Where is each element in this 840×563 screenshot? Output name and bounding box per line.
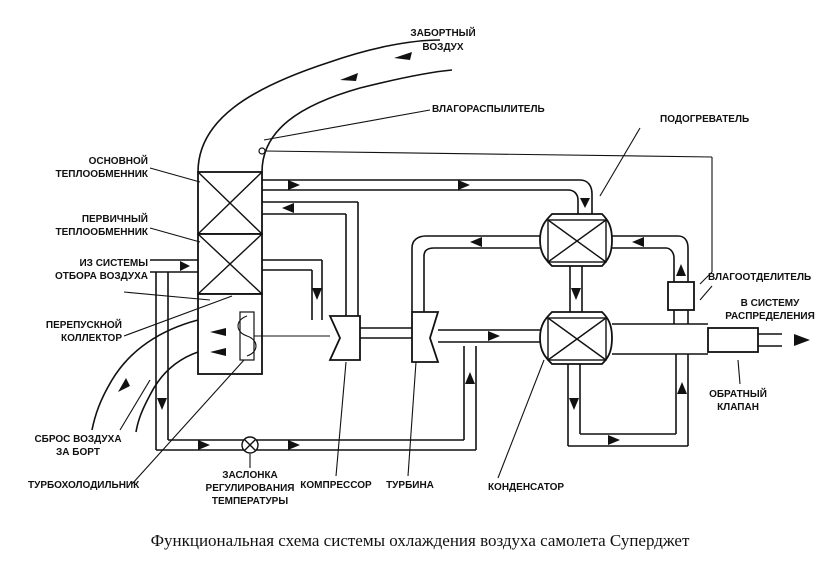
turbocooler-housing	[197, 293, 330, 375]
condenser	[539, 311, 613, 365]
bottom-loop	[156, 346, 477, 454]
dump-label-2: ЗА БОРТ	[56, 447, 100, 458]
compressor	[328, 315, 412, 361]
check-valve-label-1: ОБРАТНЫЙ	[709, 387, 767, 400]
leader-lines	[119, 127, 741, 485]
intake-arrow-2	[340, 73, 358, 81]
primary-heat-exchanger	[197, 233, 263, 295]
reheater-condenser-link	[569, 266, 583, 312]
dump-label-1: СБРОС ВОЗДУХА	[34, 434, 121, 445]
sprayer-line	[258, 109, 713, 285]
condenser-label: КОНДЕНСАТОР	[488, 482, 564, 493]
bleed-inlet	[150, 259, 198, 450]
intake-air-label-2: ВОЗДУХ	[422, 42, 463, 53]
water-sprayer-label: ВЛАГОРАСПЫЛИТЕЛЬ	[432, 104, 545, 115]
check-valve-label-2: КЛАПАН	[717, 402, 759, 413]
hx-pipes	[262, 179, 593, 320]
reheater-label: ПОДОГРЕВАТЕЛЬ	[660, 114, 749, 125]
distribution-label-2: РАСПРЕДЕЛЕНИЯ	[725, 311, 815, 322]
primary-hx-label-1: ПЕРВИЧНЫЙ	[82, 212, 148, 225]
turbine-label: ТУРБИНА	[386, 480, 434, 491]
bypass-label-2: КОЛЛЕКТОР	[61, 333, 122, 344]
water-separator-label: ВЛАГООТДЕЛИТЕЛЬ	[708, 272, 811, 283]
dump-duct	[91, 319, 226, 433]
reheater	[539, 213, 613, 267]
reheater-to-separator	[612, 235, 695, 324]
check-valve	[707, 327, 759, 353]
intake-air-label-1: ЗАБОРТНЫЙ	[410, 26, 475, 39]
bleed-air-label-1: ИЗ СИСТЕМЫ	[79, 258, 148, 269]
figure-caption: Функциональная схема системы охлаждения …	[151, 531, 690, 550]
bleed-air-label-2: ОТБОРА ВОЗДУХА	[55, 271, 148, 282]
main-heat-exchanger	[197, 171, 263, 235]
intake-duct	[197, 39, 453, 173]
turbine	[411, 235, 540, 363]
water-separator	[667, 281, 695, 311]
temp-valve-label-1: ЗАСЛОНКА	[222, 470, 278, 481]
primary-hx-label-2: ТЕПЛООБМЕННИК	[56, 227, 149, 238]
intake-arrow-1	[394, 52, 412, 60]
main-hx-label-1: ОСНОВНОЙ	[89, 154, 148, 167]
main-hx-label-2: ТЕПЛООБМЕННИК	[56, 169, 149, 180]
turbocooler-label: ТУРБОХОЛОДИЛЬНИК	[28, 480, 140, 491]
condenser-outlets	[567, 323, 810, 447]
temp-valve-label-2: РЕГУЛИРОВАНИЯ	[206, 483, 295, 494]
compressor-label: КОМПРЕССОР	[300, 480, 372, 491]
distribution-label-1: В СИСТЕМУ	[741, 298, 800, 309]
temp-valve-label-3: ТЕМПЕРАТУРЫ	[212, 496, 288, 507]
bypass-label-1: ПЕРЕПУСКНОЙ	[46, 318, 122, 331]
